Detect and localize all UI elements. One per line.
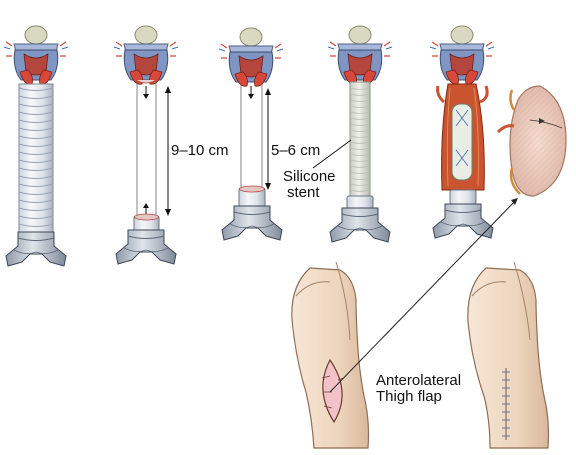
larynx-1 [4, 26, 68, 84]
thigh-flap-label: Thigh flap [376, 388, 442, 405]
anterolateral-label: Anterolateral [376, 372, 461, 389]
carina-1 [6, 232, 66, 266]
larynx-4 [328, 26, 392, 84]
panel-flap-wrapped [430, 26, 494, 238]
panel-intact-trachea [4, 26, 68, 266]
larynx-3 [219, 28, 283, 86]
carina-3 [222, 206, 282, 240]
stent-core [452, 104, 472, 180]
flap-inset [498, 86, 566, 196]
thigh-outline-left [292, 268, 369, 448]
carina-4 [330, 208, 390, 242]
thigh-outline-right [468, 268, 549, 448]
thigh-closed-site [468, 262, 549, 448]
larynx-5 [430, 26, 494, 84]
silicone-label: Silicone [283, 168, 336, 185]
panel-resected-segment [114, 26, 178, 264]
panel-silicone-stent [313, 26, 392, 242]
shortened-gap-length-label: 5–6 cm [271, 142, 320, 159]
silicone-stent [350, 82, 370, 200]
panel-approximated-ends [219, 28, 283, 240]
larynx-2 [114, 26, 178, 84]
carina-2 [116, 230, 176, 264]
gap-length-label: 9–10 cm [171, 142, 229, 159]
stent-label: stent [287, 184, 320, 201]
